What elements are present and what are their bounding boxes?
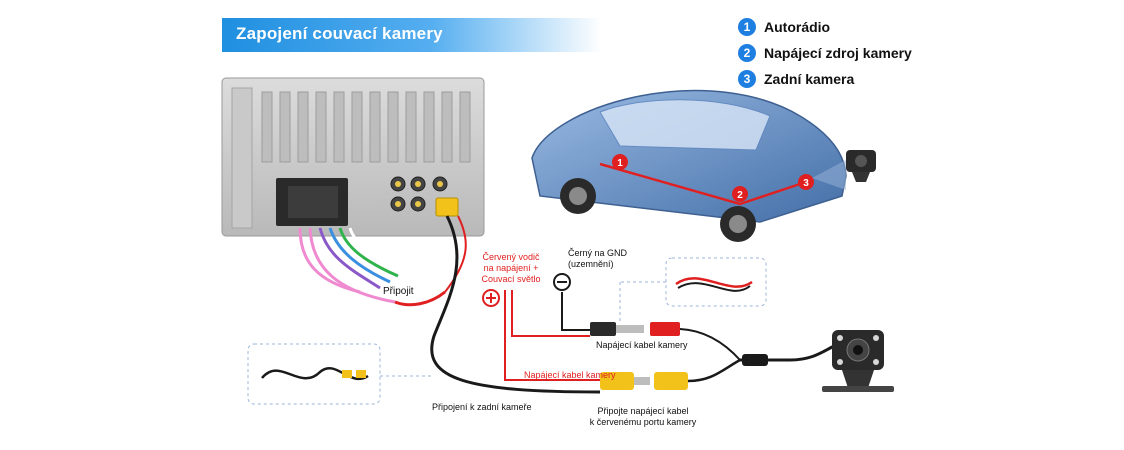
- camera-cable: [740, 344, 835, 362]
- legend-badge: 1: [738, 18, 756, 36]
- head-unit: [221, 77, 485, 237]
- car-marker-2-label: 2: [737, 190, 743, 201]
- legend-item: 3 Zadní kamera: [738, 66, 912, 92]
- legend-badge: 2: [738, 44, 756, 62]
- label-red-wire: Červený vodič na napájení + Couvací svět…: [476, 252, 546, 285]
- minus-symbol: [553, 273, 571, 291]
- car-marker-1-label: 1: [617, 158, 623, 169]
- red-power-wire-2: [504, 290, 600, 381]
- rca-yellow-left: [600, 372, 650, 390]
- label-camera-power-cable: Napájecí kabel kamery: [596, 340, 688, 350]
- car-illustration: [531, 89, 847, 242]
- camera-thumbnail: [812, 150, 876, 190]
- red-radio-feed: [444, 215, 467, 293]
- label-connect-power-line1: Připojte napájecí kabel: [597, 406, 689, 416]
- video-cable-callout: [247, 343, 434, 405]
- legend: 1 Autorádio 2 Napájecí zdroj kamery 3 Za…: [738, 14, 912, 92]
- label-red-wire-line3: Couvací světlo: [481, 274, 541, 284]
- car-marker-2: [732, 186, 748, 202]
- power-connector-red: [650, 322, 741, 361]
- car-marker-1: [612, 154, 628, 170]
- page-title: Zapojení couvací kamery: [236, 24, 443, 43]
- title-banner: [222, 18, 602, 52]
- car-marker-3-label: 3: [803, 178, 809, 189]
- red-power-wire: [511, 290, 590, 337]
- legend-item: 1 Autorádio: [738, 14, 912, 40]
- legend-item: 2 Napájecí zdroj kamery: [738, 40, 912, 66]
- label-black-gnd-line2: (uzemnění): [568, 259, 614, 269]
- label-connect-power: Připojte napájecí kabel k červenému port…: [578, 406, 708, 428]
- plus-symbol: [482, 289, 500, 307]
- power-cable-callout: [619, 257, 767, 322]
- label-camera-power-cable-red: Napájecí kabel kamery: [524, 370, 616, 380]
- rca-yellow-right: [654, 358, 741, 390]
- video-cable: [430, 215, 601, 394]
- pink-to-red-link: [394, 290, 446, 307]
- label-red-wire-line2: na napájení +: [483, 263, 539, 273]
- legend-label: Zadní kamera: [764, 71, 855, 87]
- label-red-wire-line1: Červený vodič: [482, 252, 540, 262]
- label-black-gnd: Černý na GND (uzemnění): [568, 248, 627, 270]
- label-connect-power-line2: k červenému portu kamery: [589, 417, 697, 427]
- radio-harness: [298, 227, 405, 304]
- power-connector-black: [590, 322, 644, 336]
- label-black-gnd-line1: Černý na GND: [568, 248, 628, 258]
- legend-label: Autorádio: [764, 19, 831, 35]
- rear-camera: [822, 330, 894, 392]
- legend-badge: 3: [738, 70, 756, 88]
- label-pripojit: Připojit: [383, 286, 414, 297]
- black-gnd-wire: [561, 292, 590, 331]
- label-rear-camera-connection: Připojení k zadní kameře: [432, 402, 532, 412]
- legend-label: Napájecí zdroj kamery: [764, 45, 912, 61]
- car-marker-3: [798, 174, 814, 190]
- junction-block: [742, 354, 768, 366]
